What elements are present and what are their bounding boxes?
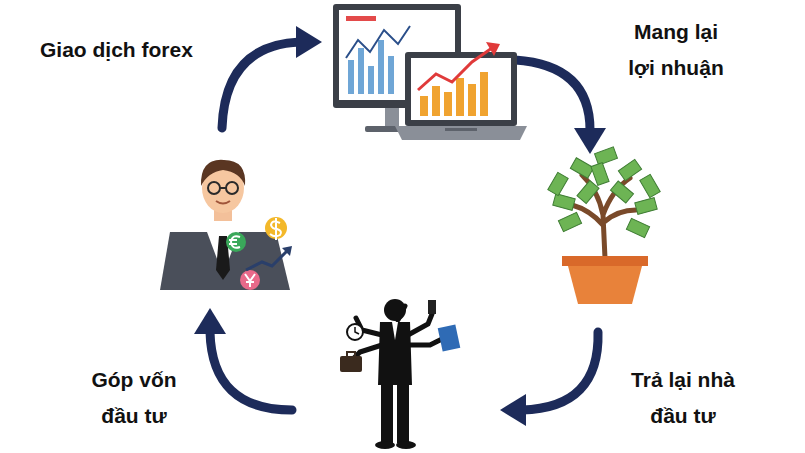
laptop	[395, 42, 527, 140]
cycle-arrow	[210, 332, 292, 410]
arrow-head	[296, 26, 322, 58]
step-label: Trả lại nhà đầu tư	[622, 362, 744, 434]
businessman	[340, 299, 460, 449]
step-label: Góp vốn đầu tư	[82, 362, 186, 434]
step-label: Giao dịch forex	[40, 32, 193, 68]
arrow-head	[500, 394, 526, 426]
investor	[160, 160, 292, 290]
cycle-arrow	[522, 332, 598, 410]
money-tree	[548, 147, 660, 304]
arrow-head	[574, 128, 606, 154]
cycle-arrow	[222, 42, 300, 128]
step-label: Mang lại lợi nhuận	[622, 14, 730, 86]
cycle-arrow	[515, 60, 590, 130]
arrow-head	[194, 308, 226, 334]
